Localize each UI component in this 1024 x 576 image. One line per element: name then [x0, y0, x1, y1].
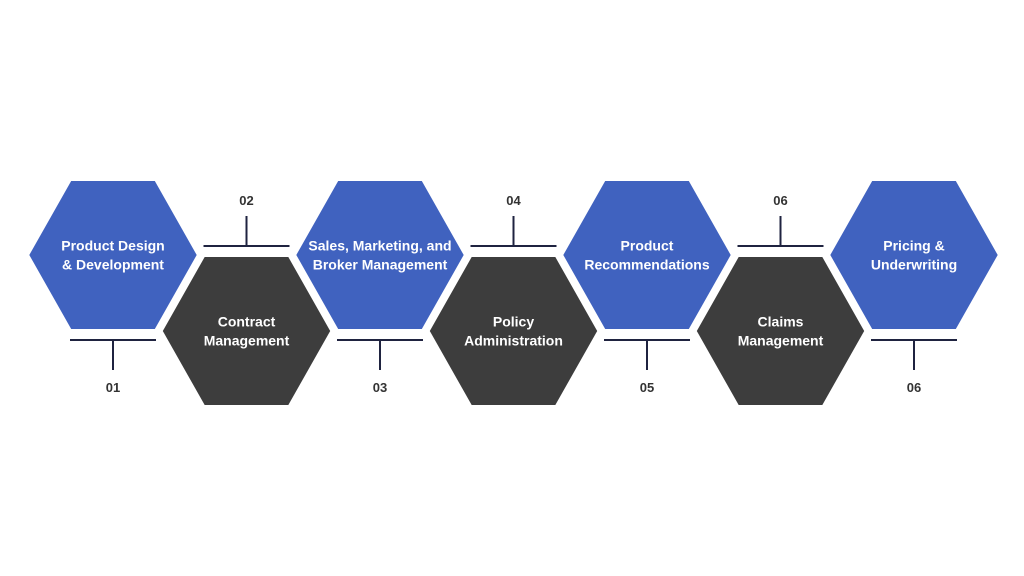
connector-layer [70, 216, 957, 370]
step-number-3: 03 [373, 380, 387, 395]
step-label-5-line-2: Recommendations [584, 257, 709, 273]
step-label-6-line-1: Claims [758, 314, 804, 330]
step-label-2-line-2: Management [204, 333, 290, 349]
step-number-2: 02 [239, 193, 253, 208]
step-hexagon-7 [826, 177, 1002, 333]
step-hexagon-6 [692, 253, 869, 409]
step-hexagon-1 [25, 177, 201, 333]
step-number-5: 05 [640, 380, 654, 395]
step-label-6-line-2: Management [738, 333, 824, 349]
step-label-1-line-1: Product Design [61, 238, 164, 254]
step-label-4-line-1: Policy [493, 314, 534, 330]
step-label-3-line-1: Sales, Marketing, and [308, 238, 451, 254]
hexagon-layer [25, 177, 1002, 409]
step-number-6: 06 [773, 193, 787, 208]
text-layer: Product Design & Development 01 ContractMan… [61, 193, 957, 395]
step-label-2-line-1: Contract [218, 314, 276, 330]
step-hexagon-4 [425, 253, 602, 409]
step-hexagon-2 [158, 253, 335, 409]
step-hexagon-5 [559, 177, 735, 333]
step-label-3-line-2: Broker Management [313, 257, 448, 273]
step-number-4: 04 [506, 193, 521, 208]
step-hexagon-3 [292, 177, 468, 333]
step-label-5-line-1: Product [621, 238, 674, 254]
step-number-7: 06 [907, 380, 921, 395]
step-label-7-line-2: Underwriting [871, 257, 957, 273]
step-label-7-line-1: Pricing & [883, 238, 944, 254]
step-label-4-line-2: Administration [464, 333, 563, 349]
step-number-1: 01 [106, 380, 120, 395]
step-label-1-line-2: & Development [62, 257, 164, 273]
